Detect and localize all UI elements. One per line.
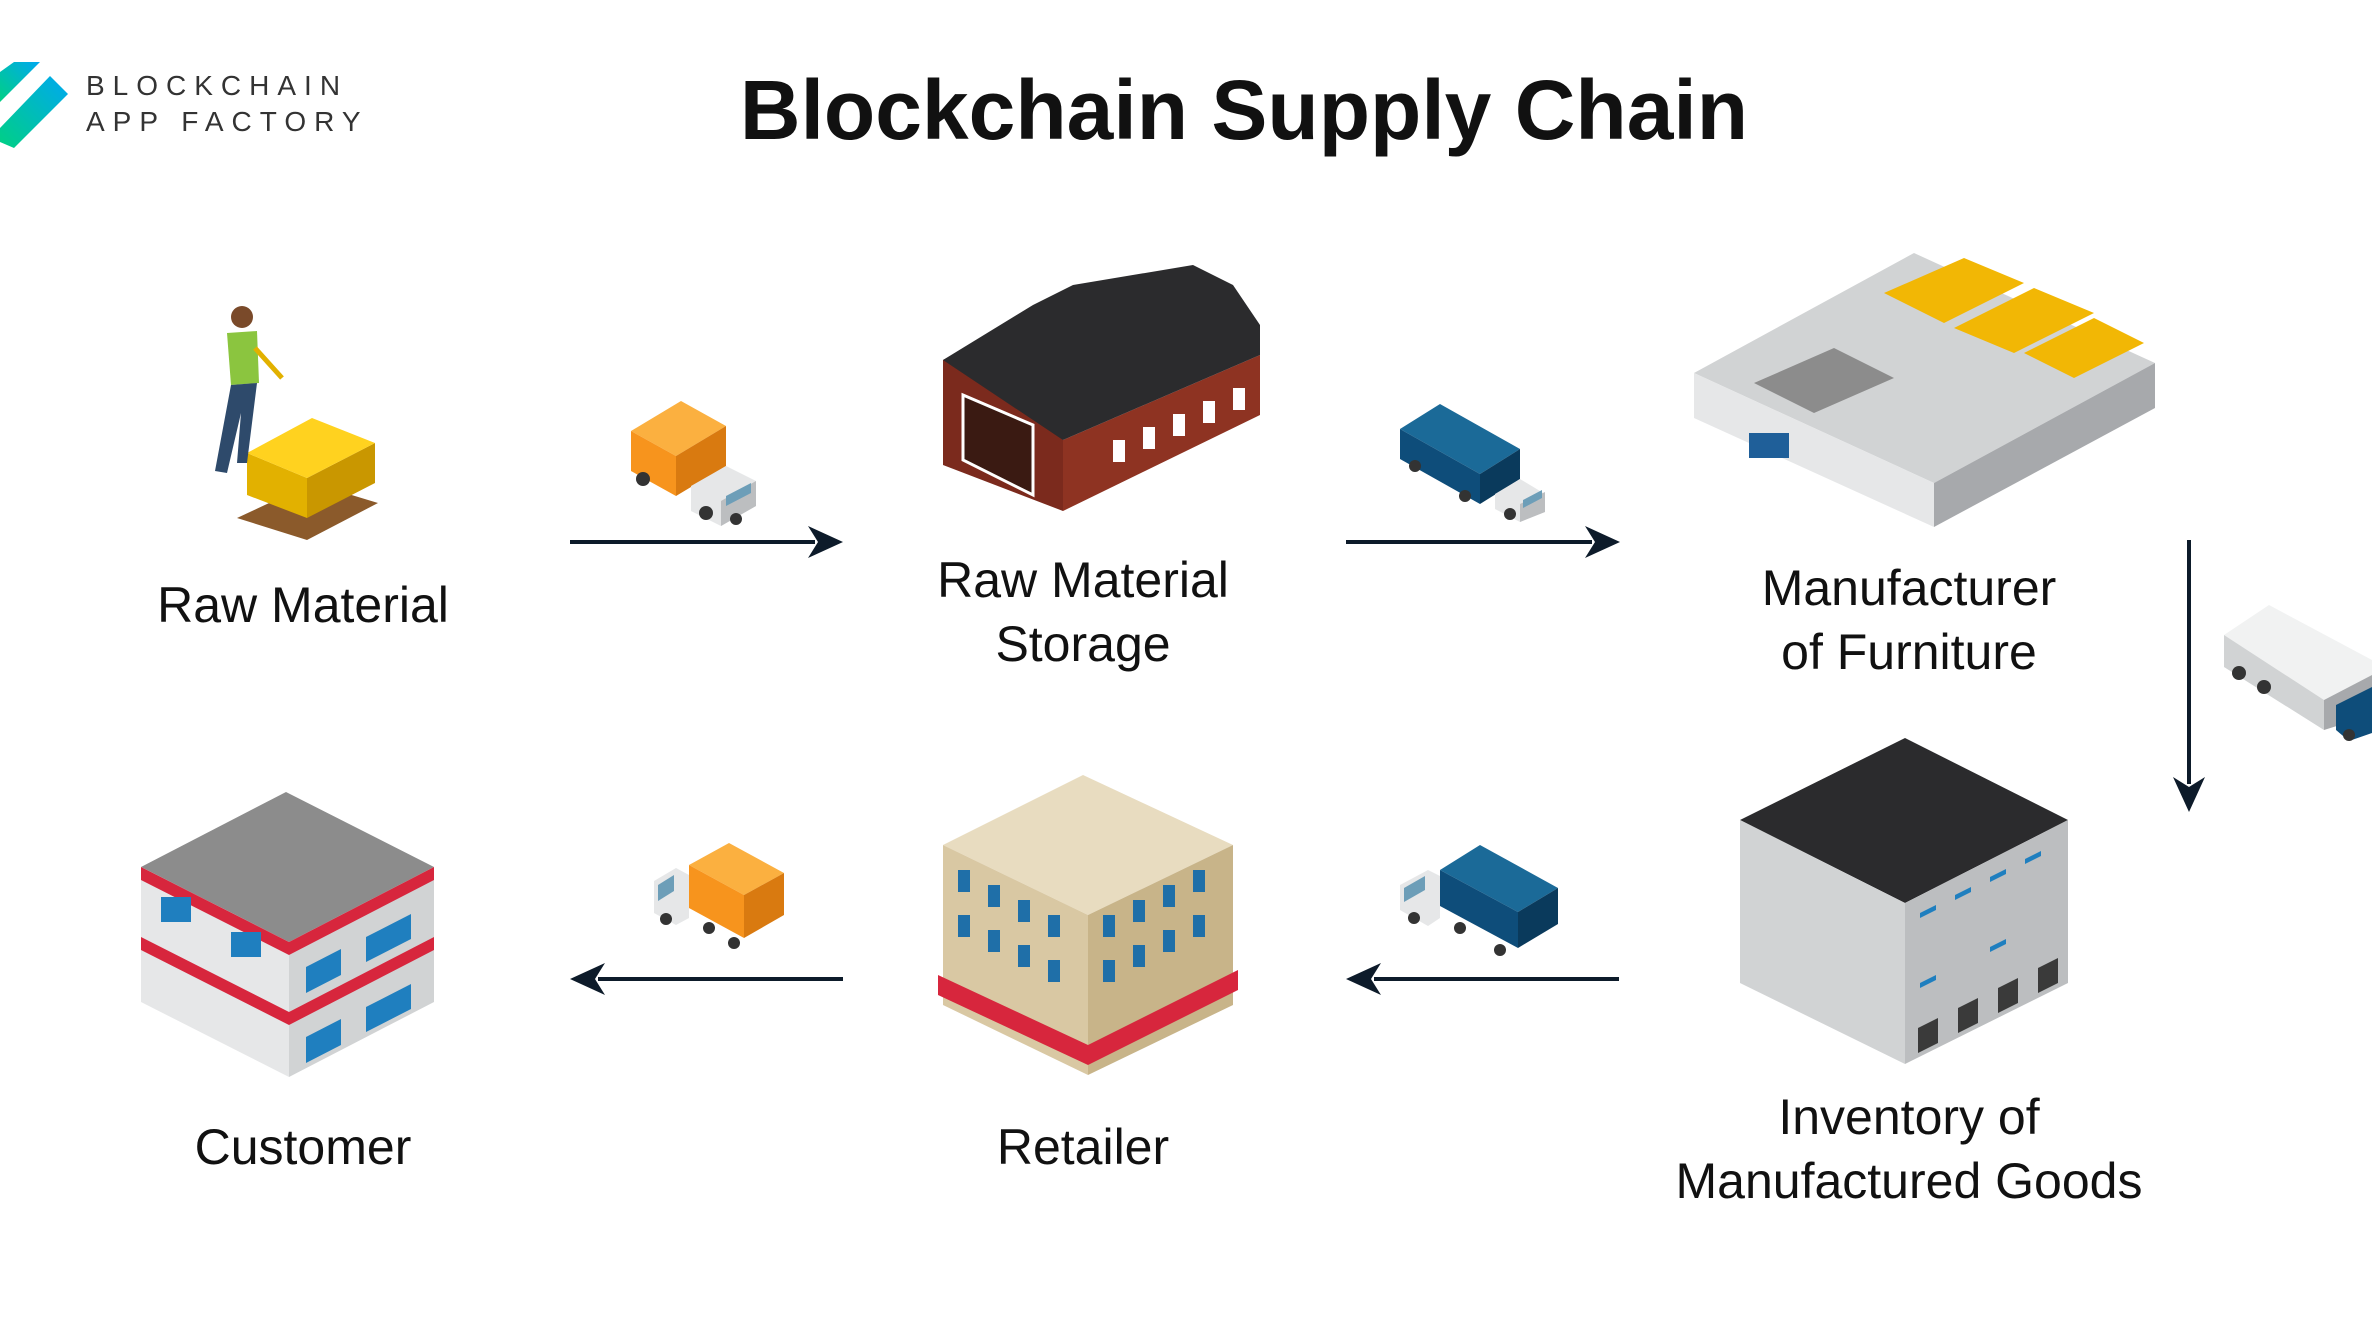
worker-with-box-icon [215, 306, 378, 540]
white-truck-icon [2224, 605, 2372, 741]
house-building-icon [141, 792, 434, 1077]
label-line: Retailer [996, 1119, 1170, 1175]
arrowhead [2173, 777, 2205, 812]
label-line: Inventory of [1778, 1089, 2040, 1145]
label-line: Manufacturer [1761, 560, 2057, 616]
label-line: Raw Material [157, 577, 449, 633]
logo-line2: APP FACTORY [86, 106, 369, 137]
blue-truck-icon [1400, 845, 1558, 956]
logo-icon [0, 62, 68, 148]
label-line: Storage [995, 616, 1171, 672]
stage-label-customer: Customer [3, 1115, 603, 1179]
blue-truck-icon [1400, 404, 1545, 522]
warehouse-icon [1740, 738, 2068, 1064]
stage-label-retailer: Retailer [783, 1115, 1383, 1179]
barn-icon [943, 265, 1260, 511]
orange-truck-icon [654, 843, 784, 949]
page-title: Blockchain Supply Chain [739, 63, 1749, 157]
label-line: Raw Material [937, 552, 1229, 608]
label-line: Customer [194, 1119, 412, 1175]
store-building-icon [938, 775, 1238, 1075]
stage-label-manufacturer: Manufacturer of Furniture [1609, 556, 2209, 684]
arrowhead [1346, 963, 1381, 995]
arrowhead [808, 526, 843, 558]
arrowhead [570, 963, 605, 995]
factory-icon [1694, 253, 2155, 527]
orange-truck-icon [631, 401, 756, 526]
arrowhead [1585, 526, 1620, 558]
stage-label-inventory: Inventory of Manufactured Goods [1609, 1085, 2209, 1213]
label-line: of Furniture [1781, 624, 2037, 680]
logo-text: BLOCKCHAIN APP FACTORY [86, 68, 369, 140]
stage-label-raw-material: Raw Material [3, 573, 603, 637]
logo-line1: BLOCKCHAIN [86, 70, 349, 101]
label-line: Manufactured Goods [1675, 1153, 2143, 1209]
